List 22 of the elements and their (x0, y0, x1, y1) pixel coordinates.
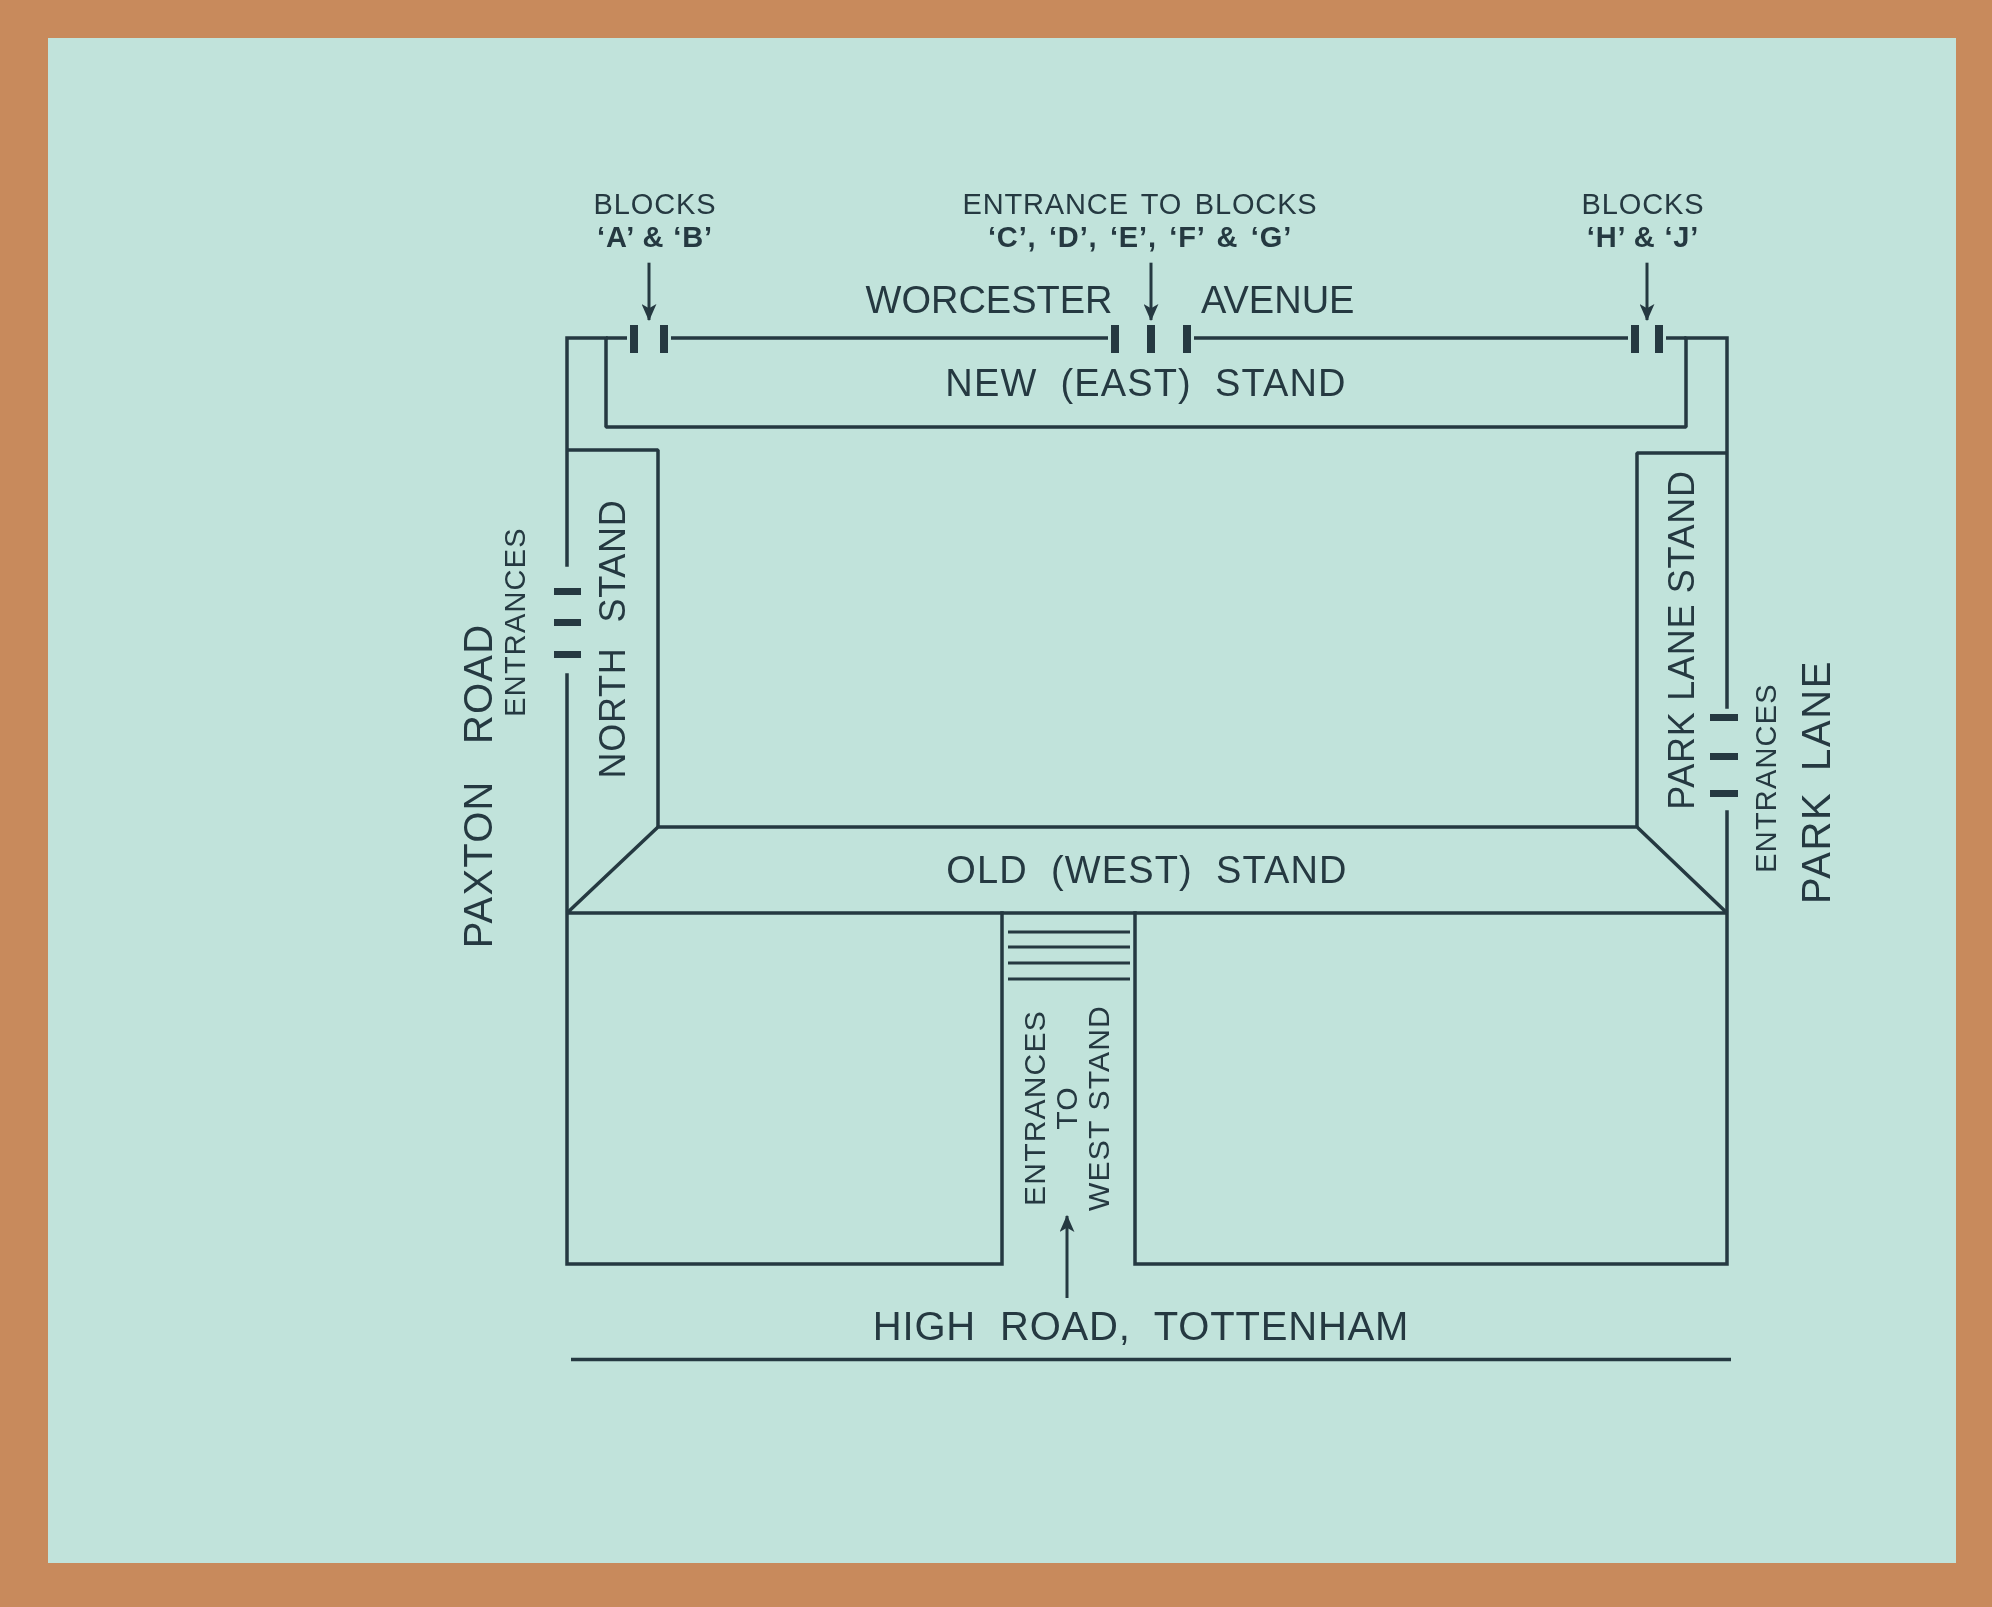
entrance-label: ENTRANCES (500, 527, 530, 717)
turnstile-icon (1111, 325, 1191, 353)
blocks-label: BLOCKS ‘A’ & ‘B’ (580, 188, 730, 255)
arrow (641, 262, 657, 322)
entrance-label: ENTRANCES (1751, 683, 1781, 873)
entrance-label: ENTRANCE TO BLOCKS ‘C’, ‘D’, ‘E’, ‘F’ & ‘G’ (935, 188, 1345, 255)
entrance-label: ENTRANCES TO WEST STAND (1018, 1005, 1116, 1211)
turnstile-icon (630, 325, 668, 353)
stand-name: PARK LANE STAND (1664, 470, 1700, 810)
street-name: PARK LANE (1796, 660, 1836, 904)
stand-name: NEW (EAST) STAND (945, 363, 1347, 402)
street-name: PAXTON ROAD (458, 623, 498, 949)
arrow (1059, 1214, 1075, 1298)
stand-name: NORTH STAND (594, 499, 631, 778)
arrow (1639, 262, 1655, 322)
stand-name: OLD (WEST) STAND (946, 851, 1348, 889)
arrow (1143, 262, 1159, 322)
road-name: HIGH ROAD, TOTTENHAM (872, 1306, 1410, 1346)
stand-outline (603, 335, 1689, 430)
street-name: WORCESTER AVENUE (865, 281, 1355, 319)
turnstile-icon (1631, 325, 1663, 353)
blocks-label: BLOCKS ‘H’ & ‘J’ (1568, 188, 1718, 255)
